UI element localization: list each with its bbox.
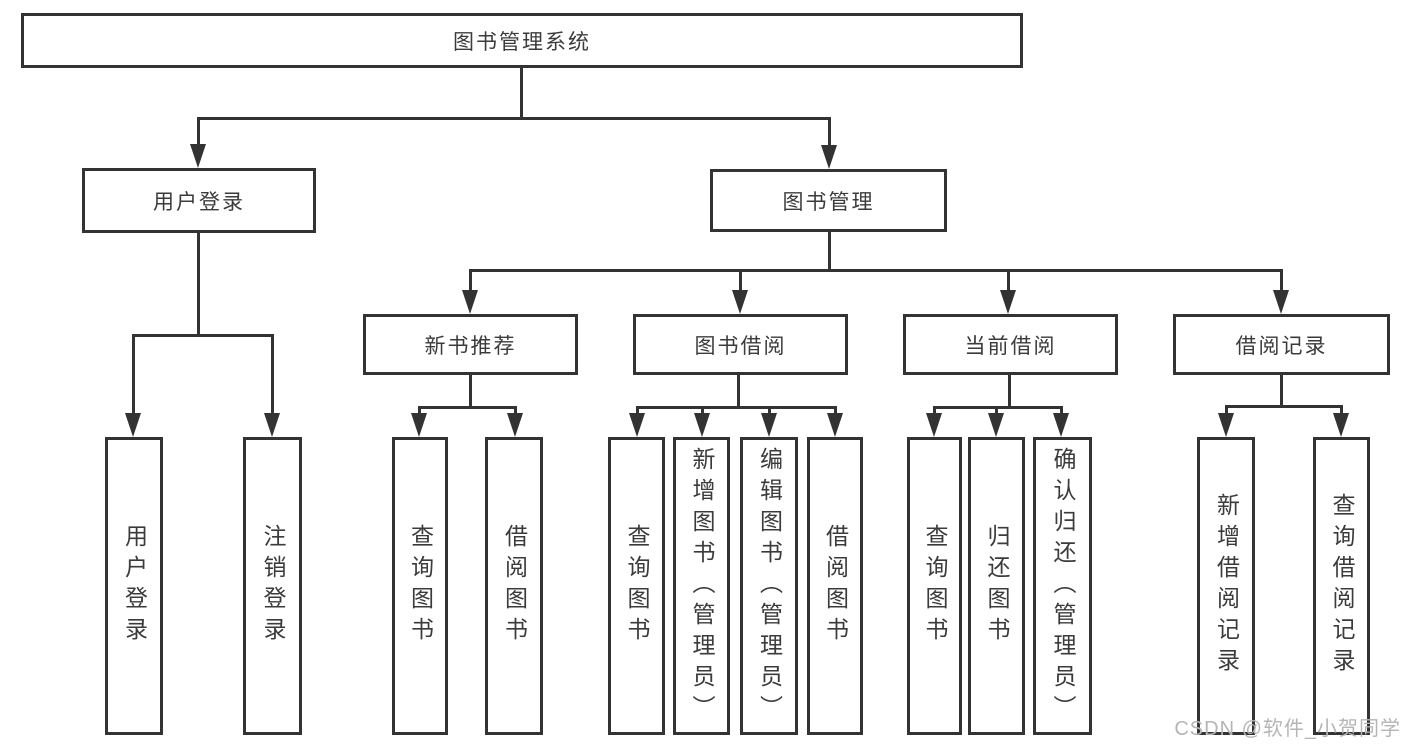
arrow-down-icon xyxy=(1273,290,1289,314)
connector-line-vertical xyxy=(1008,375,1011,409)
connector-line-horizontal xyxy=(469,269,1283,272)
arrow-down-icon xyxy=(264,413,280,437)
arrow-down-icon xyxy=(761,413,777,437)
connector-line-vertical xyxy=(132,334,135,414)
watermark-text: CSDN @软件_小贺同学 xyxy=(1174,718,1401,740)
connector-line-vertical xyxy=(418,406,421,415)
arrow-down-icon xyxy=(125,413,141,437)
node-leaf-confirm-return-admin: 确认归还（管理员） xyxy=(1033,437,1092,735)
arrow-down-icon xyxy=(1218,413,1234,437)
connector-line-horizontal xyxy=(636,406,837,409)
node-leaf-query-books-current: 查询图书 xyxy=(907,437,962,735)
arrow-down-icon xyxy=(1000,290,1016,314)
node-leaf-query-borrowing-record: 查询借阅记录 xyxy=(1313,437,1370,735)
connector-line-vertical xyxy=(737,375,740,409)
arrow-down-icon xyxy=(732,290,748,314)
connector-line-vertical xyxy=(271,334,274,414)
connector-line-horizontal xyxy=(197,117,831,120)
arrow-down-icon xyxy=(827,413,843,437)
arrow-down-icon xyxy=(190,144,206,168)
connector-line-vertical xyxy=(834,406,837,415)
connector-line-vertical xyxy=(995,406,998,415)
node-book-borrowing: 图书借阅 xyxy=(633,314,848,375)
arrow-down-icon xyxy=(462,290,478,314)
node-leaf-add-borrowing-record: 新增借阅记录 xyxy=(1197,437,1255,735)
node-book-management: 图书管理 xyxy=(710,169,947,232)
connector-line-vertical xyxy=(1060,406,1063,415)
connector-line-vertical xyxy=(514,406,517,415)
connector-line-vertical xyxy=(1007,269,1010,292)
connector-line-vertical xyxy=(1225,405,1228,415)
node-leaf-user-login: 用户登录 xyxy=(105,437,163,735)
connector-line-horizontal xyxy=(418,406,517,409)
connector-line-vertical xyxy=(469,269,472,292)
arrow-down-icon xyxy=(988,413,1004,437)
connector-line-vertical xyxy=(933,406,936,415)
node-leaf-logout: 注销登录 xyxy=(243,437,302,735)
node-leaf-query-books-borrowing: 查询图书 xyxy=(608,437,665,735)
node-borrowing-records: 借阅记录 xyxy=(1173,314,1390,375)
node-new-book-recommend: 新书推荐 xyxy=(363,314,578,375)
connector-line-horizontal xyxy=(132,334,274,337)
node-leaf-add-book-admin: 新增图书（管理员） xyxy=(673,437,730,735)
connector-line-vertical xyxy=(1340,405,1343,415)
arrow-down-icon xyxy=(1333,413,1349,437)
connector-line-vertical xyxy=(636,406,639,415)
arrow-down-icon xyxy=(694,413,710,437)
node-leaf-return-books: 归还图书 xyxy=(968,437,1025,735)
node-library-management-system: 图书管理系统 xyxy=(21,13,1023,68)
connector-line-horizontal xyxy=(1225,405,1343,408)
connector-line-vertical xyxy=(469,375,472,409)
connector-line-vertical xyxy=(701,406,704,415)
connector-line-vertical xyxy=(1280,269,1283,292)
node-current-borrowing: 当前借阅 xyxy=(903,314,1118,375)
arrow-down-icon xyxy=(821,145,837,169)
connector-line-horizontal xyxy=(933,406,1063,409)
connector-line-vertical xyxy=(739,269,742,292)
node-leaf-borrow-books-recommend: 借阅图书 xyxy=(485,437,543,735)
arrow-down-icon xyxy=(507,413,523,437)
node-leaf-edit-book-admin: 编辑图书（管理员） xyxy=(740,437,798,735)
node-leaf-borrow-books-borrowing: 借阅图书 xyxy=(807,437,863,735)
connector-line-vertical xyxy=(828,232,831,272)
connector-line-vertical xyxy=(828,117,831,146)
node-leaf-query-books-recommend: 查询图书 xyxy=(392,437,448,735)
connector-line-vertical xyxy=(1280,375,1283,407)
node-user-login: 用户登录 xyxy=(82,168,316,233)
arrow-down-icon xyxy=(411,413,427,437)
arrow-down-icon xyxy=(926,413,942,437)
arrow-down-icon xyxy=(1053,413,1069,437)
connector-line-vertical xyxy=(768,406,771,415)
connector-line-vertical xyxy=(197,233,200,336)
connector-line-vertical xyxy=(520,68,523,118)
connector-line-vertical xyxy=(197,117,200,146)
arrow-down-icon xyxy=(629,413,645,437)
